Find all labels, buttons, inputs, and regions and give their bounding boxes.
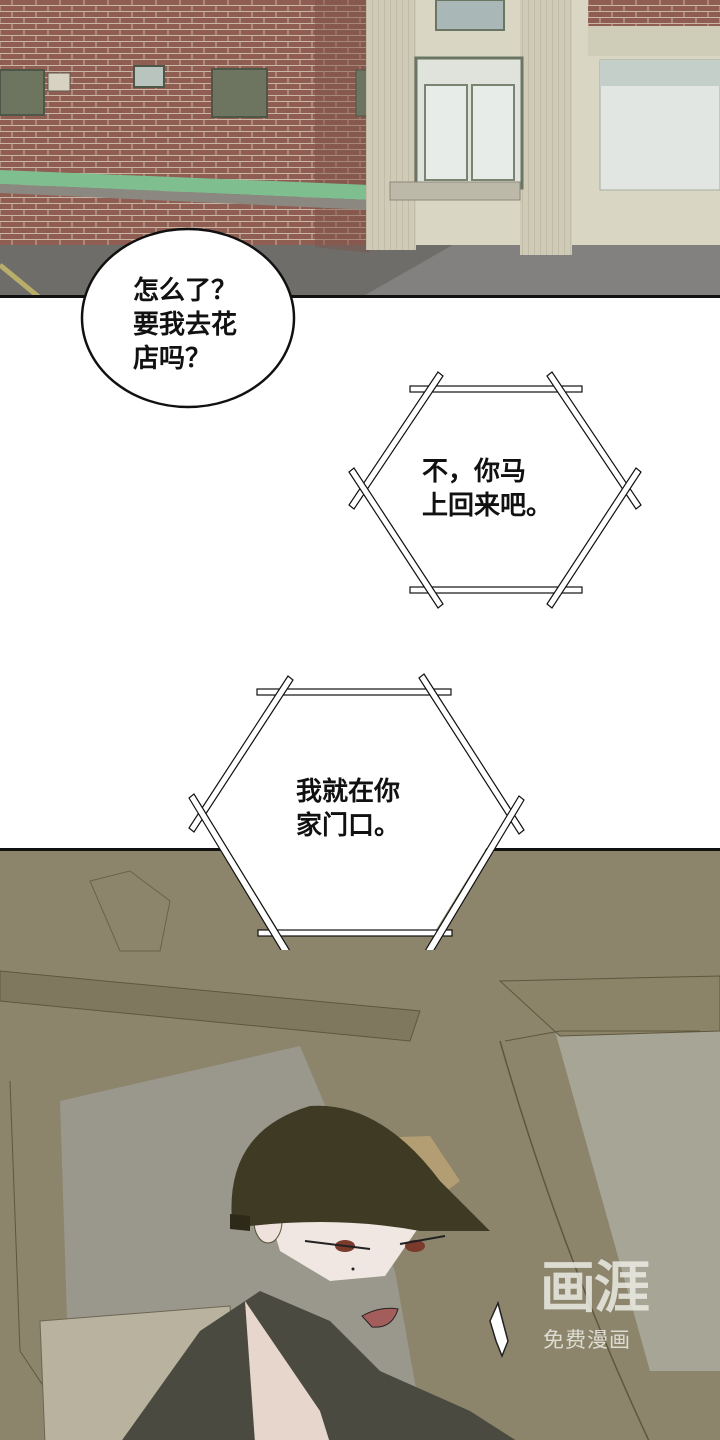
surprise-spark-icon <box>489 1300 509 1359</box>
panel-car-interior: 画涯 免费漫画 <box>0 848 720 1440</box>
panel-street-scene <box>0 0 720 298</box>
street-illustration <box>0 0 720 295</box>
watermark-logo: 画涯 <box>540 1256 650 1321</box>
dialogue-question: 怎么了？ 要我去花 店吗？ <box>133 276 238 374</box>
dialogue-come-back: 不，你马 上回来吧。 <box>422 457 553 521</box>
watermark-tagline: 免费漫画 <box>543 1328 631 1352</box>
dialogue-at-your-door: 我就在你 家门口。 <box>296 777 401 841</box>
car-interior-illustration <box>0 851 720 1440</box>
speech-bubble-round <box>80 227 296 409</box>
speech-bubble-hexagon-1 <box>348 371 642 609</box>
speech-bubble-hexagon-2 <box>188 673 525 950</box>
